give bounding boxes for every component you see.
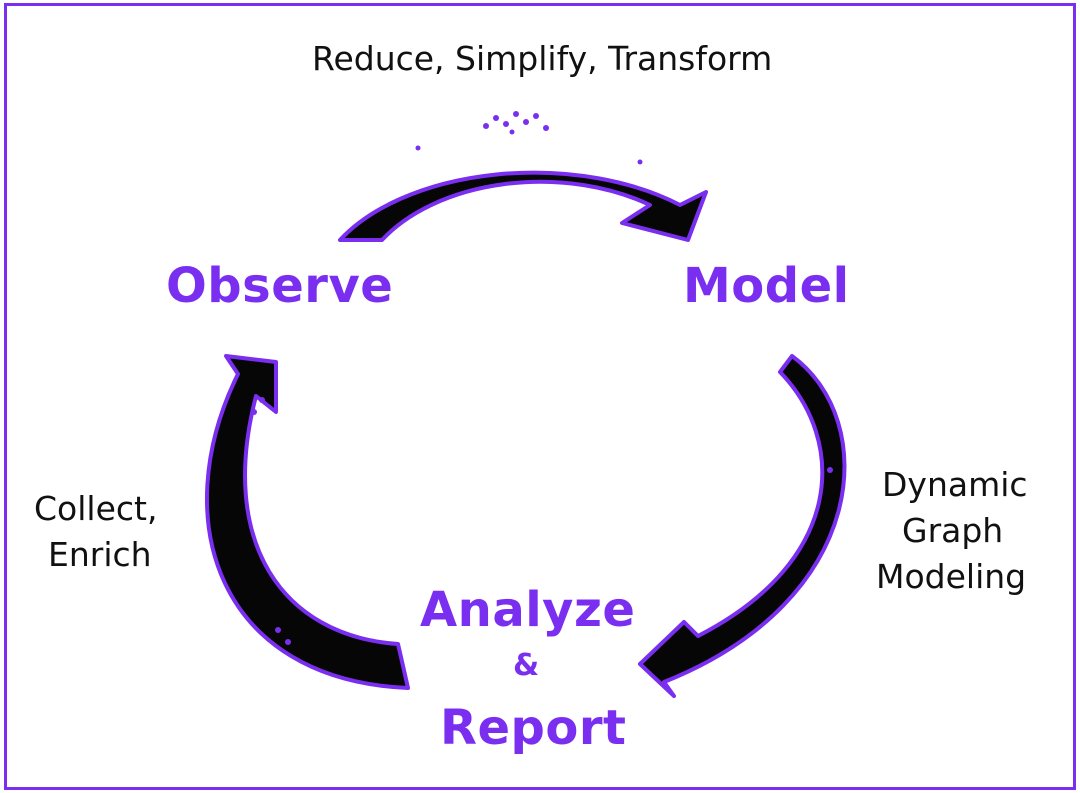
texture-dot [275,627,281,633]
texture-dot [509,129,515,135]
texture-dot [483,123,489,129]
texture-dot [523,119,529,125]
texture-dot [533,113,539,119]
transition-right-line3: Modeling [876,557,1027,596]
texture-dot [513,111,519,117]
transition-right-line2: Graph [902,511,1004,550]
stage-ampersand: & [513,648,540,683]
diagram-frame [4,3,1076,790]
texture-dot [503,121,509,127]
graph-texture [251,111,833,645]
texture-dot [285,639,291,645]
texture-dot [827,467,833,473]
stage-model: Model [683,258,850,314]
texture-dot [543,125,549,131]
transition-right-line1: Dynamic [882,465,1028,504]
stage-report: Report [440,700,627,756]
transition-top-label: Reduce, Simplify, Transform [312,39,773,78]
arrow-model-to-report [638,354,847,698]
transition-left-line1: Collect, [34,489,158,528]
texture-dot [415,145,421,151]
texture-dot [251,409,257,415]
stage-observe: Observe [166,258,394,314]
texture-dot [637,159,643,165]
stage-analyze: Analyze [420,582,636,638]
arrow-report-to-observe [205,354,410,690]
transition-left-line2: Enrich [48,535,152,574]
texture-dot [259,397,265,403]
texture-dot [493,115,499,121]
arrow-observe-to-model [338,170,708,242]
